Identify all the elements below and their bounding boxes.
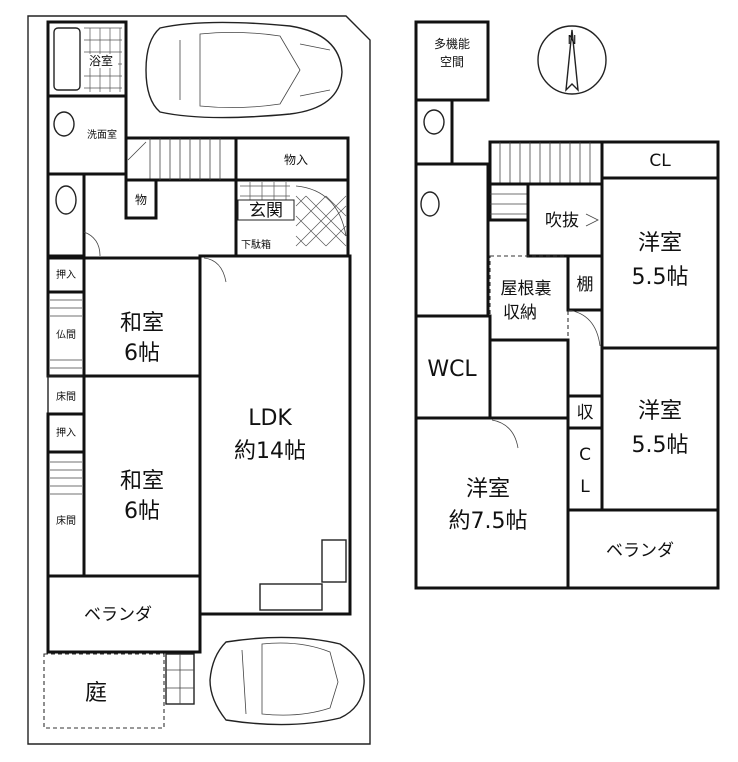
toilet-icon: [55, 185, 77, 215]
storage-shu-label: 収: [577, 403, 594, 423]
door-swing-icon: [83, 231, 101, 257]
compass-n-label: N: [568, 33, 577, 47]
garden: [43, 653, 165, 729]
ldk-size: 約14帖: [234, 439, 306, 464]
storage-top-label: 物入: [284, 153, 308, 167]
veranda-1f-label: ベランダ: [84, 605, 152, 625]
bath-label: 浴室: [89, 53, 113, 68]
garden-label: 庭: [85, 681, 107, 706]
tokonoma-2: [46, 450, 86, 578]
shelf-tana: [566, 254, 604, 312]
entrance-floor-cross-hatch: [295, 195, 347, 247]
storage-small-label: 物: [135, 193, 147, 207]
hall-2f: [414, 162, 490, 318]
toilet-2f-icon: [423, 109, 445, 135]
yoshitsu-c-name: 洋室: [466, 477, 510, 502]
yoshitsu-b: [600, 346, 720, 512]
kitchen-counter: [321, 539, 347, 583]
ldk-name: LDK: [248, 406, 292, 431]
ldk: [198, 254, 352, 616]
fukinuke-label: 吹抜: [545, 211, 579, 231]
entrance-label: 玄関: [249, 201, 283, 221]
door-swing-2f: [567, 309, 601, 347]
oshiire-1-label: 押入: [56, 268, 76, 281]
butsuma-label: 仏間: [56, 329, 76, 341]
yoshitsu-a-size: 5.5帖: [632, 265, 689, 290]
veranda-2f: [566, 508, 720, 590]
shelf-tana-label: 棚: [577, 275, 594, 295]
stairs-1f: [124, 136, 238, 182]
closet-vertical-c: C: [579, 445, 591, 465]
yoshitsu-c-size: 約7.5帖: [449, 509, 528, 534]
washroom-label: 洗面室: [87, 128, 117, 141]
shoe-box-label: 下駄箱: [241, 238, 271, 251]
attic-label-1: 屋根裏: [501, 278, 552, 299]
kitchen-sink: [259, 583, 323, 611]
entrance-door-swing: [295, 185, 347, 237]
site-boundary-1f: [27, 15, 371, 745]
multipurpose-label-1: 多機能: [434, 36, 470, 51]
multipurpose-label-2: 空間: [440, 55, 464, 69]
attic-label-2: 収納: [503, 303, 537, 323]
washbasin-icon: [53, 111, 75, 137]
toilet-1f: [46, 172, 86, 258]
compass-icon: N: [537, 25, 607, 95]
stairs-2f: [488, 140, 604, 222]
yoshitsu-b-name: 洋室: [638, 399, 682, 424]
bathtub-icon: [53, 27, 81, 91]
yoshitsu-c: [414, 416, 570, 590]
veranda-2f-label: ベランダ: [606, 541, 674, 561]
washitsu-2-size: 6帖: [124, 499, 160, 524]
yoshitsu-a-name: 洋室: [638, 231, 682, 256]
washitsu-2-name: 和室: [120, 469, 164, 494]
closet-cl-label: CL: [649, 151, 671, 171]
ldk-door-swing: [203, 257, 227, 283]
wcl-label: WCL: [427, 357, 477, 382]
storage-small: [124, 178, 158, 220]
veranda-1f: [46, 574, 202, 654]
tokonoma-2-label: 床間: [56, 514, 76, 527]
washroom: [46, 94, 128, 176]
washitsu-1-size: 6帖: [124, 341, 160, 366]
first-floor-plan: 浴室 洗面室 物 物入 玄関 下駄箱: [27, 15, 371, 745]
car-icon-bottom: [209, 636, 365, 726]
yoshitsu-c-door-swing: [491, 419, 519, 449]
tokonoma-1-label: 床間: [56, 390, 76, 403]
washbasin-2f-icon: [420, 191, 440, 217]
closet-vertical: [566, 426, 604, 512]
oshiire-2-label: 押入: [56, 426, 76, 439]
second-floor-plan: 多機能 空間 N CL 吹抜 洋室 5.5帖: [414, 20, 720, 590]
fukinuke-arrow-icon: [585, 213, 599, 227]
washitsu-1-name: 和室: [120, 311, 164, 336]
closet-vertical-l: L: [580, 477, 590, 497]
car-icon-top: [145, 21, 343, 119]
hall-middle-2f: [488, 338, 570, 420]
yoshitsu-b-size: 5.5帖: [632, 433, 689, 458]
yoshitsu-a: [600, 176, 720, 350]
